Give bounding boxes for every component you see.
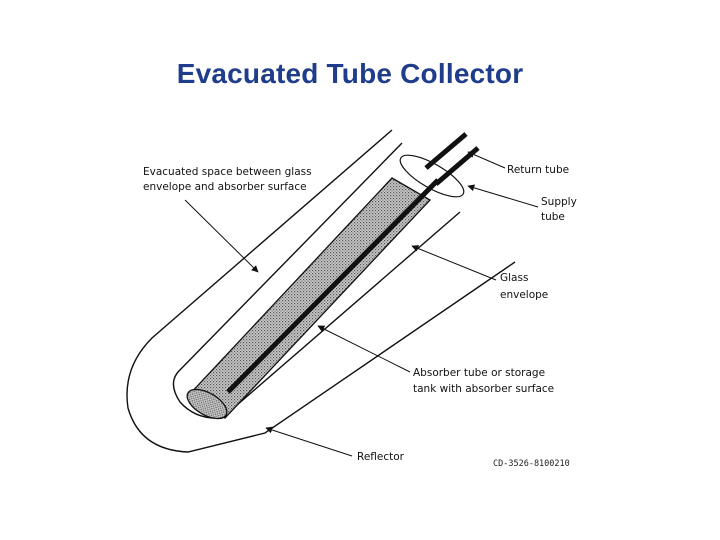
return-supply-tube — [226, 178, 440, 394]
label-absorber-2: tank with absorber surface — [413, 383, 554, 395]
absorber-tube-end — [186, 388, 228, 420]
label-supply-tube-1: Supply — [541, 196, 577, 208]
label-glass-envelope-1: Glass — [500, 272, 528, 284]
glass-envelope-leader — [411, 245, 497, 281]
return-tube-leader — [467, 151, 506, 169]
page-title: Evacuated Tube Collector — [176, 58, 524, 89]
absorber-tube-shape — [186, 177, 432, 419]
label-absorber-1: Absorber tube or storage — [413, 367, 545, 379]
supply-tube-leader — [467, 184, 539, 208]
label-return-tube: Return tube — [507, 164, 569, 176]
reflector-shape — [126, 129, 516, 453]
label-reflector: Reflector — [357, 451, 405, 463]
label-evacuated-space-2: envelope and absorber surface — [143, 181, 307, 193]
reflector-leader — [265, 426, 353, 457]
glass-envelope-top — [399, 154, 465, 198]
figure-code: CD-3526-8100210 — [493, 459, 570, 469]
label-glass-envelope-2: envelope — [500, 289, 548, 301]
label-supply-tube-2: tube — [541, 211, 565, 223]
evacuated-space-leader — [184, 199, 259, 273]
return-tube-top — [424, 132, 468, 170]
label-evacuated-space-1: Evacuated space between glass — [143, 166, 312, 178]
absorber-leader — [317, 325, 411, 373]
